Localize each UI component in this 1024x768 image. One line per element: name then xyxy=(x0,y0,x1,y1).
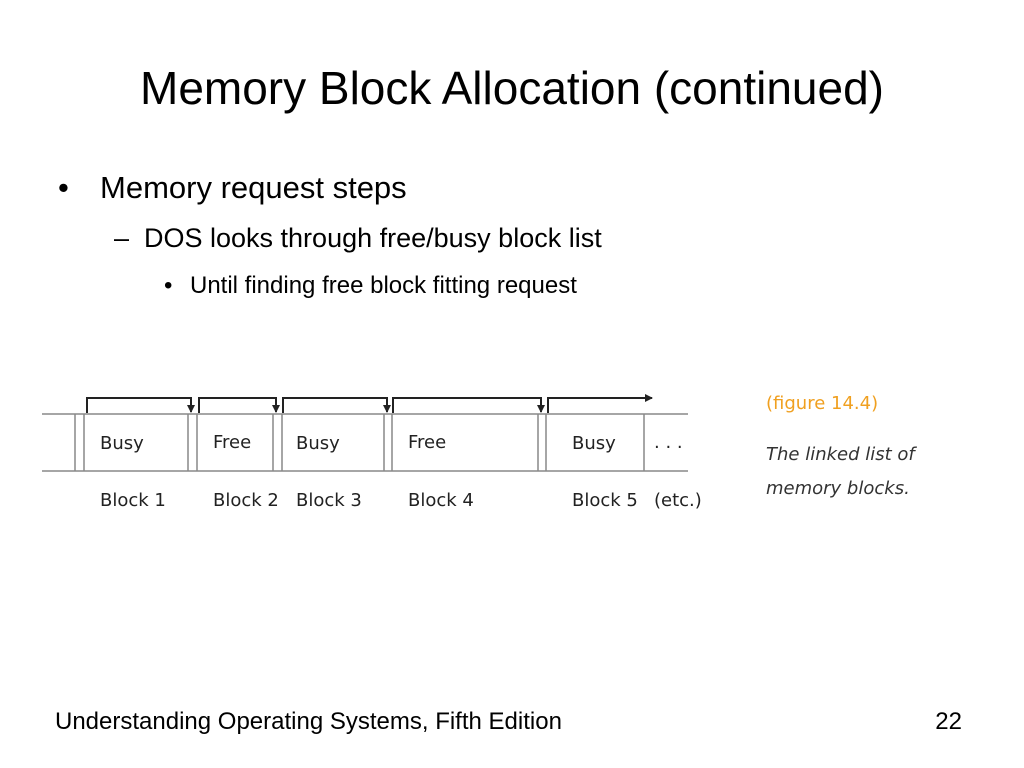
bullet-marker: • xyxy=(164,272,173,299)
block-label: Block 1 xyxy=(100,490,166,511)
slide-title: Memory Block Allocation (continued) xyxy=(140,62,884,114)
block-label: Block 5 xyxy=(572,490,638,511)
bullet-level-1: • Memory request steps xyxy=(58,170,407,206)
bullet-text: Until finding free block fitting request xyxy=(190,272,577,299)
block-status: Busy xyxy=(572,433,616,454)
link-arrow-4 xyxy=(392,397,545,413)
ellipsis: . . . xyxy=(654,432,683,453)
block-status: Busy xyxy=(296,433,340,454)
link-arrow-2 xyxy=(198,397,280,413)
figure-number: (figure 14.4) xyxy=(766,393,879,414)
block-status: Free xyxy=(408,432,446,453)
block-status: Busy xyxy=(100,433,144,454)
bullet-text: Memory request steps xyxy=(100,170,407,205)
page-number: 22 xyxy=(935,708,962,735)
bullet-level-2: –DOS looks through free/busy block list xyxy=(114,223,602,254)
bullet-level-3: • Until finding free block fitting reques… xyxy=(164,272,577,300)
footer-book-title: Understanding Operating Systems, Fifth E… xyxy=(55,708,562,735)
bullet-text: DOS looks through free/busy block list xyxy=(144,223,602,253)
block-separators xyxy=(74,414,645,471)
block-label: Block 3 xyxy=(296,490,362,511)
link-arrow-3 xyxy=(282,397,391,413)
bullet-marker: • xyxy=(58,170,69,205)
block-label: Block 2 xyxy=(213,490,279,511)
etc-label: (etc.) xyxy=(654,490,702,511)
link-arrow-1 xyxy=(86,397,195,413)
linked-list-diagram: Busy Free Busy Free Busy . . . Block 1 B… xyxy=(42,394,702,511)
block-label: Block 4 xyxy=(408,490,474,511)
figure-caption: The linked list of memory blocks. xyxy=(766,444,915,499)
block-status: Free xyxy=(213,432,251,453)
link-arrows xyxy=(86,394,653,413)
dash-marker: – xyxy=(114,223,130,253)
link-arrow-5 xyxy=(547,394,653,413)
